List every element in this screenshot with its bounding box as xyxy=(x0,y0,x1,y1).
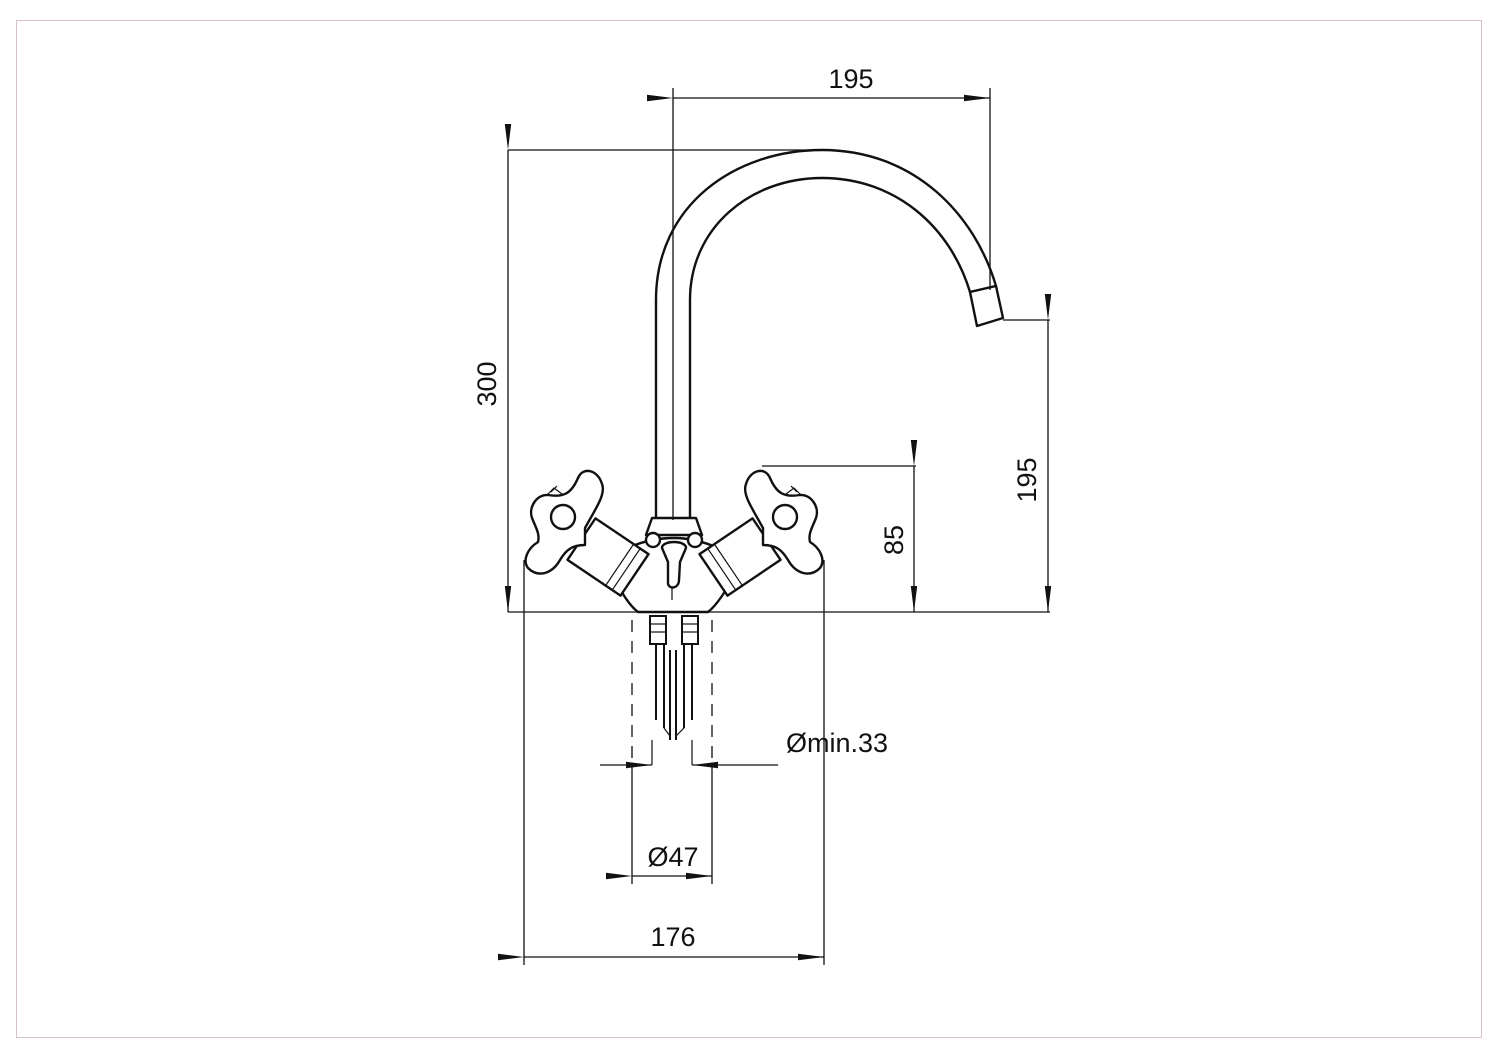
collar-screw-left xyxy=(644,531,662,549)
outlet-height-label: 195 xyxy=(1012,457,1042,502)
collar-screw-right xyxy=(686,531,704,549)
mounting-hoses xyxy=(649,615,699,740)
drawing-sheet xyxy=(16,20,1482,1038)
popup-lever xyxy=(660,540,688,589)
base-diameter-label: Ø47 xyxy=(647,842,698,872)
right-cross-handle xyxy=(743,469,824,575)
spout-aerator xyxy=(968,284,1005,328)
handle-height-label: 85 xyxy=(879,525,909,555)
dimension-lines xyxy=(498,88,1052,965)
handle-span-label: 176 xyxy=(650,922,695,952)
spout-reach-label: 195 xyxy=(828,64,873,94)
hole-diameter-label: Ømin.33 xyxy=(786,728,888,758)
total-height-label: 300 xyxy=(472,361,502,406)
right-valve xyxy=(698,517,782,597)
left-cross-handle xyxy=(524,469,605,575)
spout-collar xyxy=(644,516,704,537)
faucet-outline xyxy=(524,148,1005,765)
